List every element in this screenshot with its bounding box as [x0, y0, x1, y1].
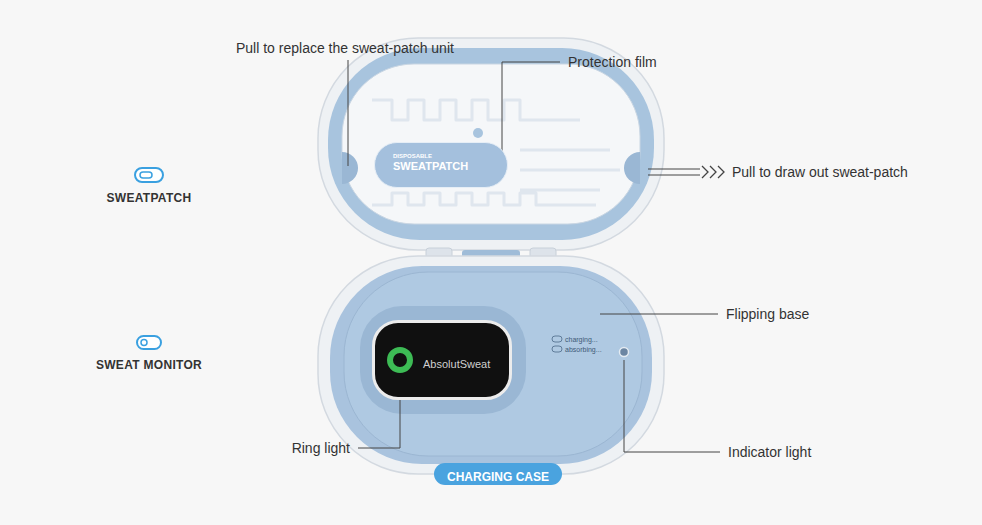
monitor-display: AbsolutSweat: [372, 320, 512, 400]
pull-chevrons: [702, 166, 724, 178]
case-pill: CHARGING CASE: [434, 463, 562, 485]
sweatpatch-icon: [140, 172, 152, 178]
lid-shell: [318, 38, 664, 250]
monitor-icon: [137, 336, 161, 349]
lid-inner: [328, 48, 654, 240]
status-text: absorbing...: [565, 345, 602, 354]
sweatpatch-icon: [135, 168, 163, 182]
monitor-recess: [360, 306, 526, 414]
callout-label: Ring light: [292, 440, 350, 457]
callout-label: Indicator light: [728, 444, 811, 461]
status-text: charging...: [565, 335, 598, 344]
leader-line: [600, 314, 718, 315]
leader-line: [648, 169, 700, 175]
status-icon: [552, 336, 562, 342]
flipping-base: [344, 272, 642, 456]
callout-label: Protection film: [568, 54, 657, 71]
patch-pattern: [372, 100, 620, 205]
patch-tab: [473, 128, 483, 138]
ring-light: [385, 345, 415, 375]
node-text: DISPOSABLE: [393, 152, 491, 160]
node-text: AbsolutSweat: [423, 358, 490, 371]
leader-line: [348, 60, 349, 166]
section-label: SWEAT MONITOR: [96, 358, 202, 373]
section-label: SWEATPATCH: [107, 191, 192, 206]
ring-light: [390, 350, 410, 370]
callout-label: Pull to draw out sweat-patch: [732, 164, 908, 181]
status-icon: [552, 346, 562, 352]
base-shell: [318, 256, 664, 474]
patch-label: DISPOSABLESWEATPATCH: [374, 142, 508, 188]
node-text: CHARGING CASE: [447, 470, 549, 484]
indicator-dot: [620, 348, 629, 357]
node-text: SWEATPATCH: [393, 160, 491, 173]
callout-label: Pull to replace the sweat-patch unit: [236, 40, 454, 57]
callout-label: Flipping base: [726, 306, 809, 323]
patch-tray: [342, 64, 640, 224]
right-pull-notch: [624, 152, 640, 184]
left-pull-notch: [342, 152, 358, 184]
base-inner: [330, 266, 652, 464]
monitor-icon: [141, 340, 147, 346]
leader-line: [624, 360, 720, 452]
